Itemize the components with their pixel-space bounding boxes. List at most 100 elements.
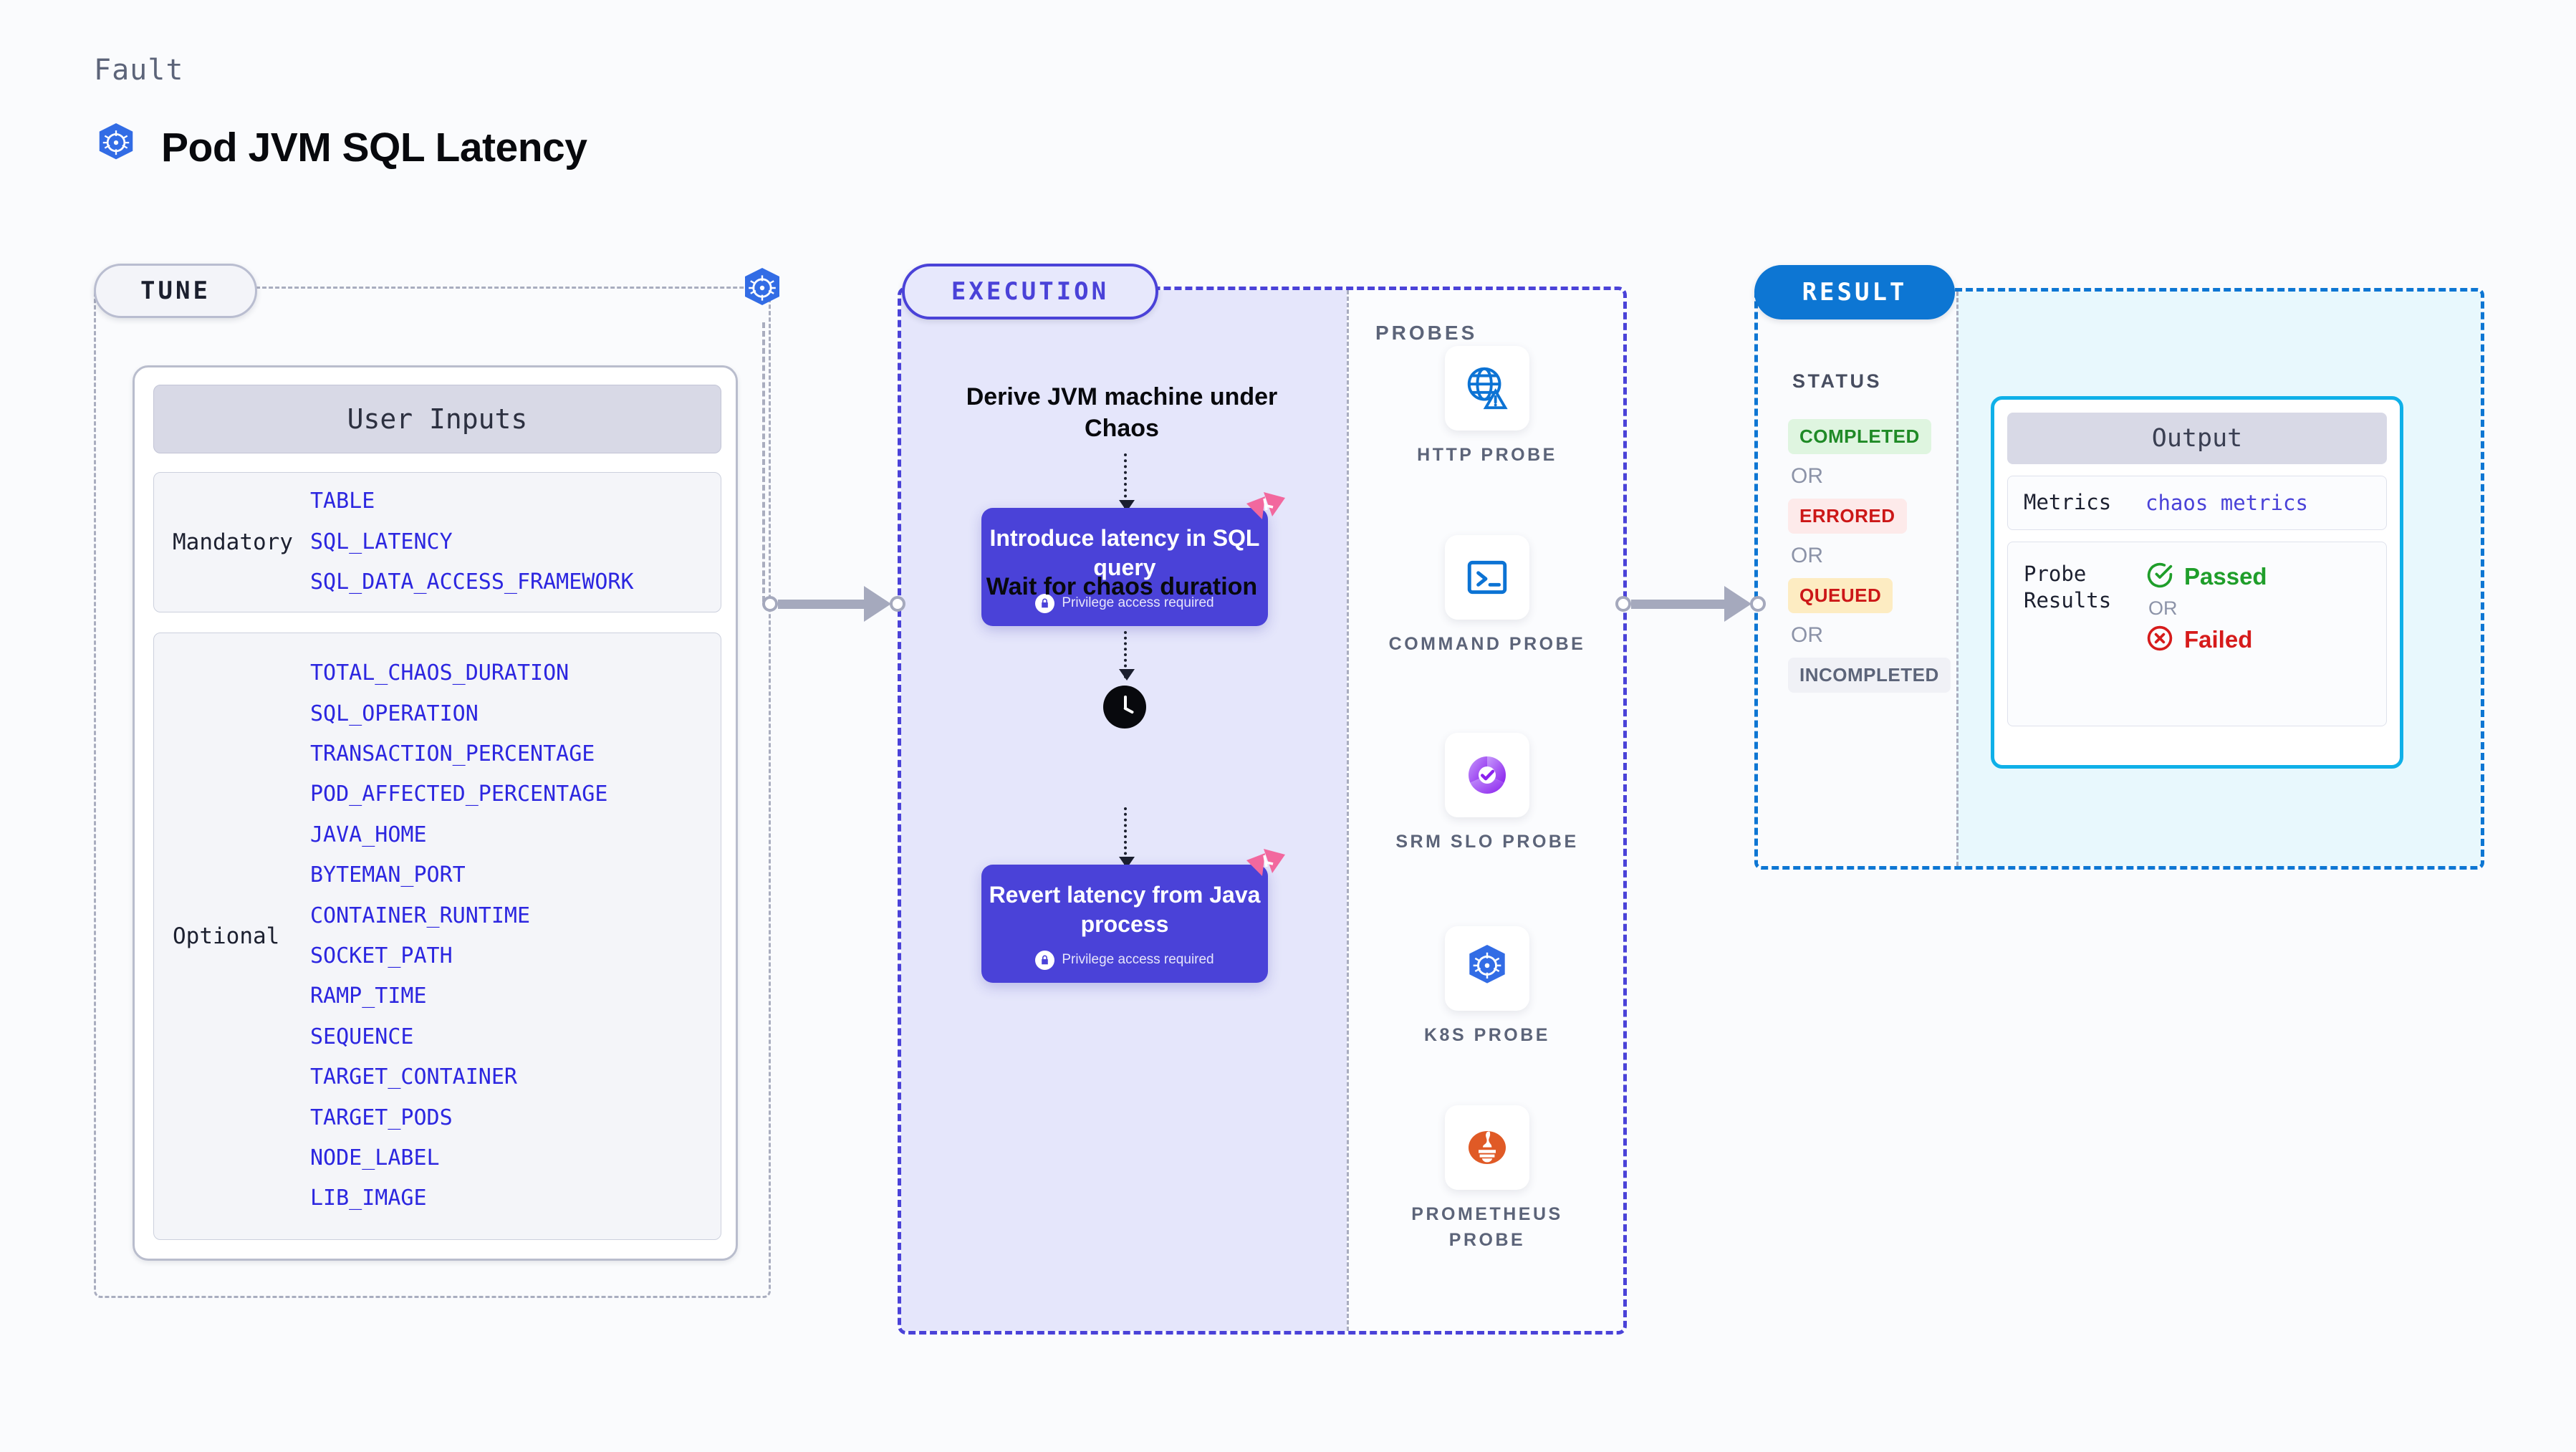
probe-command[interactable]: COMMAND PROBE [1380, 535, 1595, 657]
terminal-icon [1445, 535, 1529, 620]
status-badge: INCOMPLETED [1788, 658, 1951, 693]
lock-icon [1035, 950, 1055, 970]
param-group-label: Mandatory [173, 529, 293, 555]
tune-panel [94, 287, 771, 1298]
x-circle-icon [2145, 624, 2174, 656]
privilege-note: Privilege access required [989, 950, 1261, 970]
flow-arrow [1119, 453, 1135, 511]
probes-label: PROBES [1375, 322, 1478, 344]
probe-result-values: Passed OR Failed [2145, 561, 2267, 656]
probe-label: K8S PROBE [1424, 1025, 1550, 1045]
privilege-note-text: Privilege access required [1062, 595, 1214, 611]
probe-prometheus[interactable]: PROMETHEUS PROBE [1380, 1105, 1595, 1254]
param-item[interactable]: SQL_LATENCY [310, 529, 453, 554]
param-item[interactable]: SEQUENCE [310, 1024, 414, 1049]
result-panel: STATUS COMPLETED OR ERRORED OR QUEUED OR INCOM… [1754, 288, 2484, 870]
output-metrics-key: Metrics [2024, 490, 2112, 514]
status-badge: ERRORED [1788, 499, 1907, 534]
harness-icon [1244, 489, 1288, 529]
flow-arrow [1119, 631, 1135, 681]
flow-arrow [1119, 807, 1135, 868]
param-item[interactable]: TRANSACTION_PERCENTAGE [310, 741, 595, 767]
param-item[interactable]: SOCKET_PATH [310, 943, 453, 968]
param-list-mandatory: TABLE SQL_LATENCY SQL_DATA_ACCESS_FRAMEWOR… [310, 481, 634, 602]
connector-dot [890, 596, 905, 612]
connector-dot [762, 596, 778, 612]
connector-tune-to-execution [762, 586, 905, 622]
status-or-separator: OR [1791, 464, 1823, 488]
connector-bar [778, 599, 865, 609]
user-inputs-title: User Inputs [153, 385, 721, 453]
check-circle-icon [2145, 561, 2174, 593]
lock-icon [1035, 593, 1055, 613]
kubernetes-icon [94, 122, 138, 173]
param-item[interactable]: JAVA_HOME [310, 822, 427, 847]
param-item[interactable]: SQL_DATA_ACCESS_FRAMEWORK [310, 569, 634, 595]
srm-slo-icon [1445, 733, 1529, 817]
param-item[interactable]: TARGET_PODS [310, 1105, 453, 1130]
param-item[interactable]: TABLE [310, 489, 375, 514]
param-item[interactable]: RAMP_TIME [310, 984, 427, 1009]
step-introduce-latency-title: Introduce latency in SQL query [989, 525, 1260, 580]
probe-failed-label: Failed [2184, 626, 2253, 653]
result-tag: RESULT [1754, 265, 1955, 319]
step-introduce-latency-card[interactable]: Introduce latency in SQL query Privilege… [981, 492, 1285, 626]
step-revert-latency-card[interactable]: Revert latency from Java process Privile… [981, 849, 1285, 983]
output-probe-results-key: Probe Results [2024, 561, 2112, 613]
prometheus-icon [1445, 1105, 1529, 1190]
clock-icon [1103, 686, 1146, 729]
kubernetes-icon [739, 266, 785, 319]
probe-srm-slo[interactable]: SRM SLO PROBE [1380, 733, 1595, 855]
output-metrics-row: Metrics chaos metrics [2007, 476, 2387, 530]
privilege-note-text: Privilege access required [1062, 952, 1214, 968]
connector-arrowhead [1724, 586, 1751, 622]
status-badge: QUEUED [1788, 578, 1893, 613]
output-probe-results-row: Probe Results Passed OR [2007, 541, 2387, 726]
param-item[interactable]: TARGET_CONTAINER [310, 1064, 517, 1090]
param-group-mandatory: Mandatory TABLE SQL_LATENCY SQL_DATA_ACCES… [153, 472, 721, 612]
status-label: STATUS [1792, 370, 1882, 392]
globe-warning-icon [1445, 346, 1529, 431]
probe-label: SRM SLO PROBE [1395, 832, 1579, 852]
execution-panel: PROBES Derive JVM machine under Chaos In… [898, 287, 1627, 1335]
probe-result-passed: Passed [2145, 561, 2267, 593]
user-inputs-card: User Inputs Mandatory TABLE SQL_LATENCY SQ… [133, 365, 738, 1261]
tune-k8s-connector [762, 322, 765, 602]
status-badge: COMPLETED [1788, 419, 1931, 454]
tune-tag: TUNE [94, 264, 257, 318]
connector-bar [1631, 599, 1726, 609]
execution-tag: EXECUTION [902, 264, 1158, 319]
execution-probes-divider [1347, 290, 1349, 1331]
probe-label: PROMETHEUS PROBE [1411, 1204, 1563, 1251]
connector-dot [1750, 596, 1766, 612]
probe-result-failed: Failed [2145, 624, 2267, 656]
param-group-optional: Optional TOTAL_CHAOS_DURATION SQL_OPERATI… [153, 633, 721, 1240]
page-title: Pod JVM SQL Latency [161, 124, 587, 170]
probe-label: HTTP PROBE [1417, 445, 1557, 465]
step-revert-latency-title: Revert latency from Java process [989, 882, 1261, 937]
output-metrics-value[interactable]: chaos metrics [2145, 490, 2308, 515]
probe-passed-label: Passed [2184, 563, 2267, 590]
probe-http[interactable]: HTTP PROBE [1380, 346, 1595, 468]
param-item[interactable]: SQL_OPERATION [310, 701, 479, 726]
param-item[interactable]: BYTEMAN_PORT [310, 862, 466, 888]
probe-result-or: OR [2148, 597, 2178, 619]
param-item[interactable]: NODE_LABEL [310, 1145, 440, 1170]
probe-k8s[interactable]: K8S PROBE [1380, 926, 1595, 1048]
param-item[interactable]: CONTAINER_RUNTIME [310, 903, 531, 928]
param-group-label: Optional [173, 923, 280, 949]
connector-execution-to-result [1615, 586, 1766, 622]
param-item[interactable]: LIB_IMAGE [310, 1186, 427, 1211]
step-wait-label: Wait for chaos duration [986, 573, 1258, 600]
param-item[interactable]: TOTAL_CHAOS_DURATION [310, 660, 569, 686]
connector-arrowhead [864, 586, 891, 622]
step-derive-label: Derive JVM machine under Chaos [966, 383, 1278, 442]
eyebrow-fault: Fault [94, 54, 184, 87]
param-item[interactable]: POD_AFFECTED_PERCENTAGE [310, 782, 608, 807]
param-list-optional: TOTAL_CHAOS_DURATION SQL_OPERATION TRANSAC… [310, 653, 607, 1218]
status-or-separator: OR [1791, 544, 1823, 567]
page-title-row: Pod JVM SQL Latency [94, 122, 587, 173]
output-title: Output [2007, 413, 2387, 464]
